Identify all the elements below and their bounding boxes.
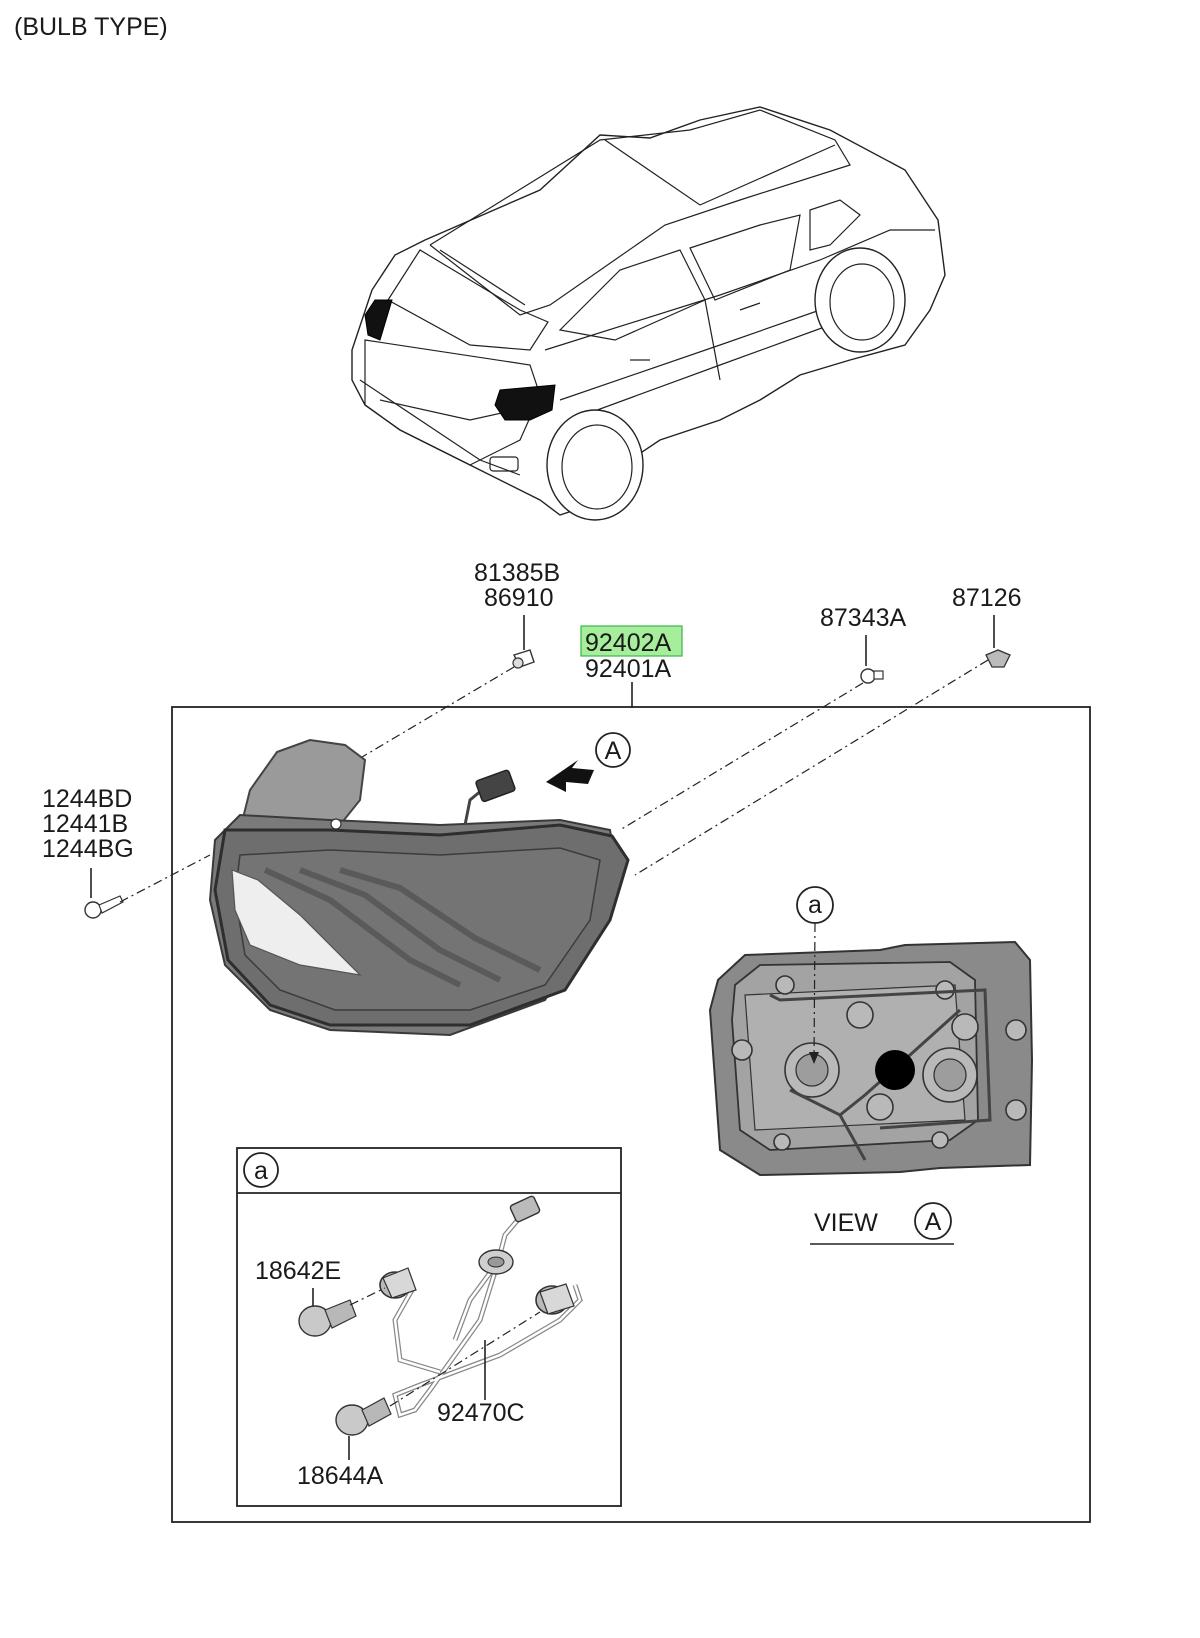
- label-18642E: 18642E: [255, 1257, 341, 1285]
- label-1244BG: 1244BG: [42, 835, 134, 863]
- label-87126: 87126: [952, 584, 1022, 612]
- fastener-86910: [512, 649, 535, 669]
- view-arrow: A: [546, 732, 631, 792]
- view-word: VIEW: [814, 1209, 878, 1237]
- view-label-letter: A: [925, 1208, 942, 1236]
- screw-1244BD: [84, 895, 124, 919]
- label-92470C: 92470C: [437, 1399, 525, 1427]
- label-12441B: 12441B: [42, 810, 128, 838]
- clip-87126: [985, 649, 1011, 668]
- label-81385B: 81385B: [474, 559, 560, 587]
- vehicle-illustration: [351, 106, 946, 521]
- detail-box-letter: a: [254, 1157, 268, 1185]
- label-87343A: 87343A: [820, 604, 907, 632]
- bolt-87343A: [860, 668, 884, 684]
- detail-marker-letter: a: [808, 891, 822, 919]
- label-92402A[interactable]: 92402A: [585, 629, 672, 657]
- view-label-circle: [914, 1202, 952, 1240]
- wiring-harness-92470C[interactable]: [379, 1195, 583, 1419]
- view-arrow-circle: [595, 732, 631, 768]
- label-92401A: 92401A: [585, 655, 672, 683]
- diagram-title: (BULB TYPE): [14, 13, 168, 41]
- tail-lamp-assembly[interactable]: [208, 738, 630, 1037]
- label-1244BD: 1244BD: [42, 785, 132, 813]
- bulb-18644A[interactable]: [335, 1397, 392, 1436]
- detail-box-a: a: [236, 1147, 622, 1507]
- detail-box-circle: [243, 1152, 279, 1188]
- label-18644A: 18644A: [297, 1462, 384, 1490]
- highlight-box-92402A: [580, 625, 683, 657]
- label-86910: 86910: [484, 584, 554, 612]
- view-a-housing[interactable]: [708, 940, 1034, 1177]
- assembly-frame: [171, 706, 1091, 1523]
- view-arrow-letter: A: [605, 737, 622, 765]
- bulb-18642E[interactable]: [298, 1299, 357, 1337]
